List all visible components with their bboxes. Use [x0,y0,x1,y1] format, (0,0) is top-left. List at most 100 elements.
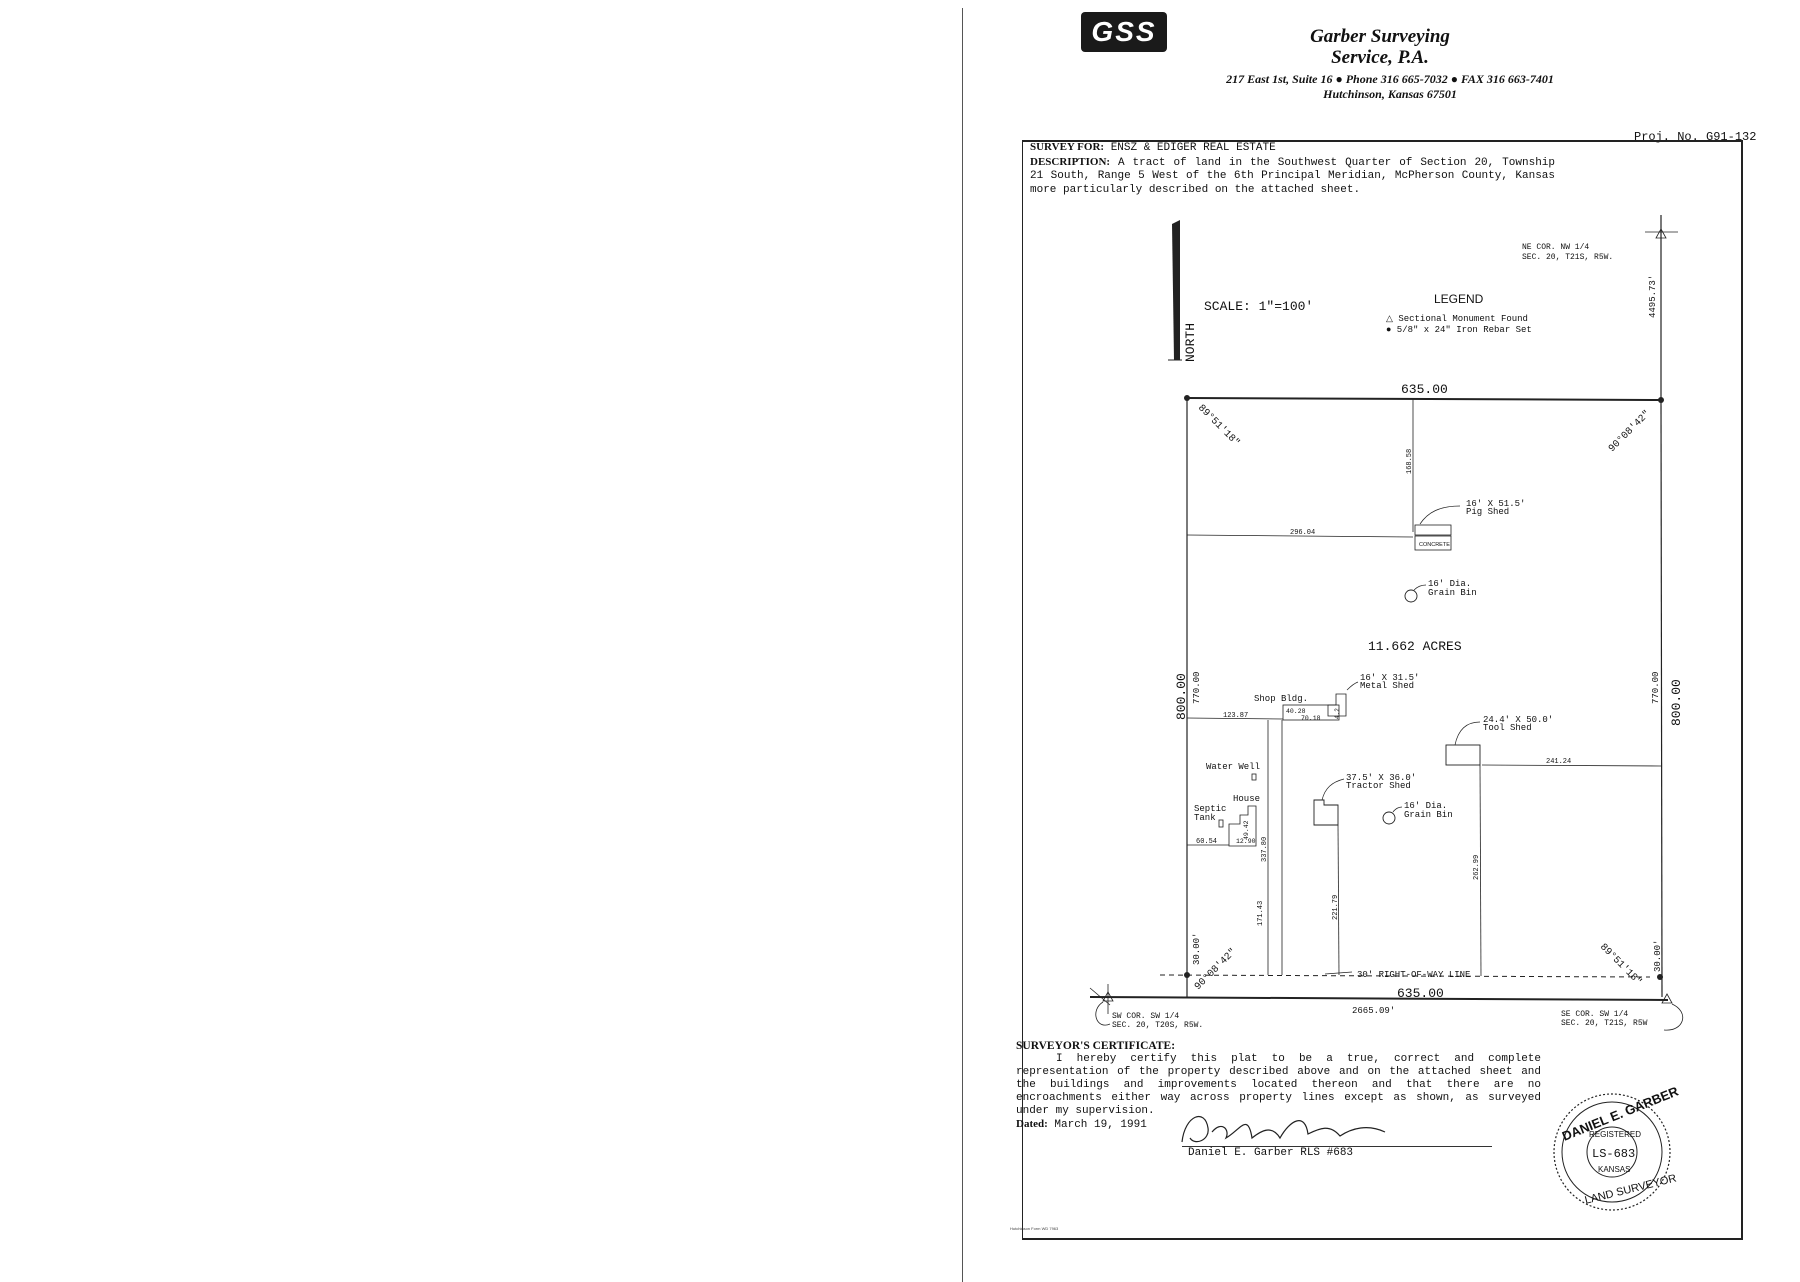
dim-left-inner: 770.00 [1192,672,1202,704]
survey-for-value: ENSZ & EDIGER REAL ESTATE [1110,142,1276,154]
septic-label-2: Tank [1194,813,1216,823]
dim-70: 70.18 [1301,715,1321,722]
ne-corner-line1: NE COR. NW 1/4 [1522,243,1589,252]
monument-ne-icon [1655,228,1667,239]
dim-49: 49.42 [1243,820,1250,840]
company-address: 217 East 1st, Suite 16 ● Phone 316 665-7… [1180,72,1600,102]
dim-60: 60.54 [1196,838,1217,846]
signature [1181,1116,1386,1143]
north-tie-dimension: 4495.73' [1648,275,1658,318]
dim-40: 40.28 [1286,708,1306,715]
legend-item-rebar: ● 5/8" x 24" Iron Rebar Set [1386,325,1532,335]
row-label: 30' RIGHT-OF-WAY LINE [1357,970,1470,980]
grain-bin-1-label: Grain Bin [1428,588,1477,598]
company-logo: GSS [1081,12,1167,52]
monument-se-icon [1661,993,1673,1004]
seal-state-text: KANSAS [1598,1165,1630,1174]
tractor-shed-outline [1313,799,1339,826]
se-corner-line1: SE COR. SW 1/4 [1561,1010,1628,1019]
metal-shed-size: 16' X 31.5' [1360,673,1419,683]
monument-sw-icon [1102,991,1114,1002]
survey-description: SURVEY FOR: ENSZ & EDIGER REAL ESTATE DE… [1030,141,1555,197]
concrete-label: CONCRETE [1419,542,1450,548]
grain-bin-2-icon [1382,811,1396,825]
ne-corner-line2: SEC. 20, T21S, R5W. [1522,253,1613,262]
legend-title: LEGEND [1434,292,1484,306]
dim-241: 241.24 [1546,758,1571,766]
signature-line [1182,1146,1492,1147]
se-corner-line2: SEC. 20, T21S, R5W [1561,1019,1648,1028]
septic-tank-icon [1218,819,1224,828]
shop-building-label: Shop Bldg. [1254,694,1308,704]
dim-top: 635.00 [1401,382,1448,397]
shop-building-outline [1282,704,1340,721]
tool-shed-label: Tool Shed [1483,723,1532,733]
property-boundary [1089,397,1669,1001]
pig-shed-size: 16' X 51.5' [1466,499,1525,509]
dated-value: March 19, 1991 [1054,1119,1147,1131]
pig-shed-label: Pig Shed [1466,507,1509,517]
row-right-dim: 30.00' [1653,940,1663,972]
metal-shed-label: Metal Shed [1360,681,1414,691]
grain-bin-2-label: Grain Bin [1404,810,1453,820]
house-label: House [1233,794,1260,804]
dim-262: 262.99 [1473,855,1481,880]
tractor-shed-label: Tractor Shed [1346,781,1411,791]
signature-name: Daniel E. Garber RLS #683 [1188,1147,1354,1159]
sw-corner-line2: SEC. 20, T20S, R5W. [1112,1021,1203,1030]
survey-for-label: SURVEY FOR: [1030,141,1105,153]
document-sheet [962,8,1800,1282]
rebar-nw-icon [1184,395,1190,401]
row-left-dim: 30.00' [1192,933,1202,965]
acreage-label: 11.662 ACRES [1368,639,1462,654]
seal-registered-text: REGISTERED [1589,1130,1641,1139]
form-footnote: Hutchinson Form WD 7963 [1010,1226,1059,1231]
sw-corner-line1: SW COR. SW 1/4 [1112,1012,1179,1021]
dim-4: 4.2 [1334,708,1341,719]
tool-shed-size: 24.4' X 50.0' [1483,715,1553,725]
description-label: DESCRIPTION: [1030,155,1111,168]
dim-123: 123.87 [1223,712,1248,720]
dim-221: 221.79 [1332,895,1340,920]
concrete-pad [1414,535,1452,551]
scale-label: SCALE: 1"=100' [1204,299,1313,314]
dim-296: 296.04 [1290,529,1315,537]
seal-number-text: LS-683 [1592,1147,1635,1161]
north-label: NORTH [1183,323,1198,362]
grain-bin-2-size: 16' Dia. [1404,801,1447,811]
company-name: Garber Surveying Service, P.A. [1240,26,1520,68]
septic-label-1: Septic [1194,804,1226,814]
company-name-line1: Garber Surveying [1310,26,1450,47]
pig-shed-outline [1414,524,1452,536]
north-arrow [1168,220,1182,361]
address-line1: 217 East 1st, Suite 16 ● Phone 316 665-7… [1226,72,1554,86]
dim-168: 168.58 [1406,449,1414,474]
rebar-se-icon [1657,974,1663,980]
tractor-shed-size: 37.5' X 36.0' [1346,773,1416,783]
plat-frame [1022,140,1743,1240]
grain-bin-1-size: 16' Dia. [1428,579,1471,589]
angle-ne: 90°08'42" [1606,408,1653,455]
rebar-ne-icon [1658,397,1664,403]
certificate-text: I hereby certify this plat to be a true,… [1016,1053,1541,1117]
description-text: A tract of land in the Southwest Quarter… [1030,156,1555,196]
surveyor-certificate: SURVEYOR'S CERTIFICATE: I hereby certify… [1016,1040,1541,1132]
dim-left: 800.00 [1174,673,1189,720]
grain-bin-1-icon [1404,589,1418,603]
dim-171: 171.43 [1257,901,1265,926]
dated-label: Dated: [1016,1118,1048,1130]
dim-bottom: 635.00 [1397,986,1444,1001]
dim-337: 337.80 [1261,837,1269,862]
dim-12: 12.90 [1236,838,1256,845]
legend-item-monument: △ Sectional Monument Found [1386,314,1528,324]
house-outline [1228,805,1257,847]
address-line2: Hutchinson, Kansas 67501 [1323,87,1457,101]
tool-shed-outline [1445,744,1481,766]
dim-right-inner: 770.00 [1651,672,1661,704]
dim-right: 800.00 [1669,679,1684,726]
angle-se: 89°51'18" [1597,941,1644,988]
company-name-line2: Service, P.A. [1331,47,1429,68]
rebar-sw-icon [1184,972,1190,978]
water-well-label: Water Well [1206,762,1260,772]
